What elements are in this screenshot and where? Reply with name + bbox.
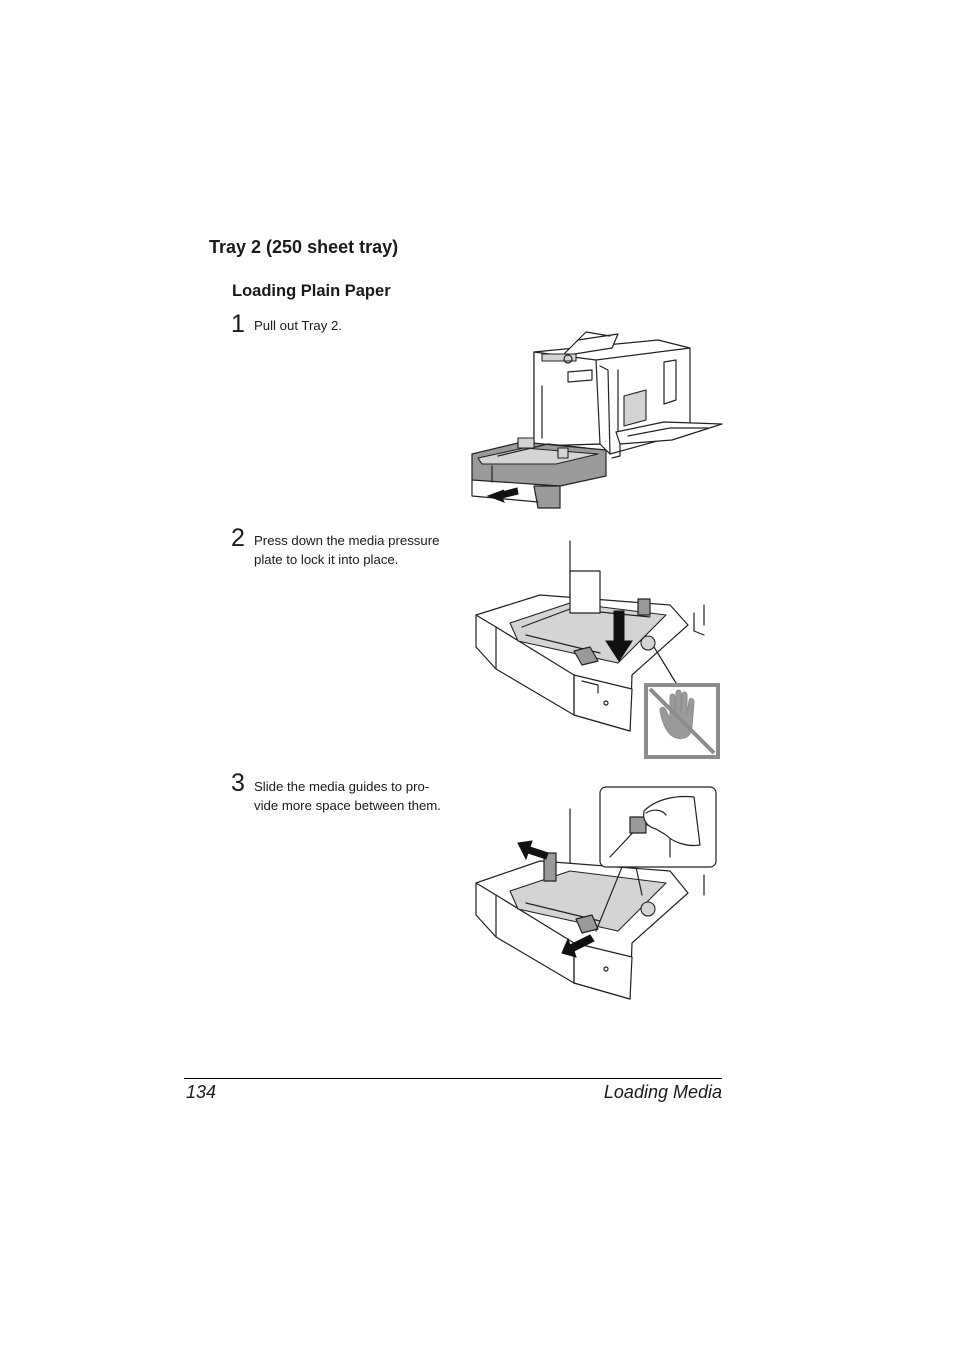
step-2-text-line-1: Press down the media pressure [254, 533, 440, 548]
subsection-title: Loading Plain Paper [232, 282, 391, 300]
step-3-number: 3 [231, 769, 245, 797]
step-3-text-line-2: vide more space between them. [254, 797, 441, 813]
footer-rule [184, 1078, 722, 1079]
step-3-text-line-1: Slide the media guides to pro- [254, 779, 430, 794]
footer-page-number: 134 [186, 1082, 217, 1102]
step-2-number: 2 [231, 524, 245, 552]
printer-tray-pulled-out-illustration [471, 331, 723, 509]
section-title: Tray 2 (250 sheet tray) [209, 237, 399, 257]
slide-media-guides-illustration [475, 786, 717, 1000]
step-1-number: 1 [231, 310, 245, 338]
step-3-text: Slide the media guides to pro- vide more… [254, 778, 469, 815]
step-1-text: Pull out Tray 2. [254, 318, 342, 333]
footer-chapter-title: Loading Media [603, 1082, 722, 1102]
press-pressure-plate-illustration [475, 540, 720, 759]
step-2-text-line-2: plate to lock it into place. [254, 551, 399, 567]
step-2-text: Press down the media pressure plate to l… [254, 532, 469, 569]
